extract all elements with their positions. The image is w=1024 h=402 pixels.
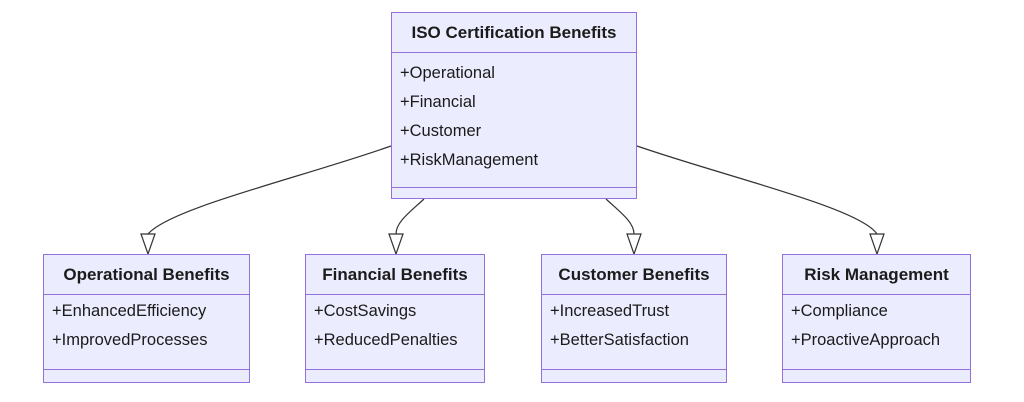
class-methods bbox=[392, 188, 636, 199]
attribute: +Financial bbox=[400, 93, 476, 111]
class-title: Customer Benefits bbox=[542, 255, 726, 295]
edge-risk bbox=[636, 145, 878, 235]
class-title: Operational Benefits bbox=[44, 255, 249, 295]
class-attributes: +Compliance +ProactiveApproach bbox=[783, 295, 970, 370]
attribute: +ImprovedProcesses bbox=[52, 331, 208, 349]
class-methods bbox=[542, 370, 726, 381]
edge-customer bbox=[605, 198, 635, 235]
attribute: +IncreasedTrust bbox=[550, 302, 670, 320]
class-title: Risk Management bbox=[783, 255, 970, 295]
class-risk-management: Risk Management +Compliance +ProactiveAp… bbox=[782, 254, 971, 383]
class-financial-benefits: Financial Benefits +CostSavings +Reduced… bbox=[305, 254, 485, 383]
attribute: +ProactiveApproach bbox=[791, 331, 941, 349]
class-attributes: +IncreasedTrust +BetterSatisfaction bbox=[542, 295, 726, 370]
edge-financial bbox=[395, 198, 425, 235]
arrowhead-financial bbox=[388, 233, 404, 256]
attribute: +BetterSatisfaction bbox=[550, 331, 689, 349]
class-attributes: +Operational +Financial +Customer +RiskM… bbox=[392, 53, 636, 188]
attribute: +Customer bbox=[400, 122, 482, 140]
arrowhead-risk bbox=[869, 233, 885, 256]
attribute: +Operational bbox=[400, 64, 495, 82]
attribute: +ReducedPenalties bbox=[314, 331, 458, 349]
attribute: +Compliance bbox=[791, 302, 888, 320]
edge-operational bbox=[147, 145, 392, 235]
class-operational-benefits: Operational Benefits +EnhancedEfficiency… bbox=[43, 254, 250, 383]
class-attributes: +EnhancedEfficiency +ImprovedProcesses bbox=[44, 295, 249, 370]
class-customer-benefits: Customer Benefits +IncreasedTrust +Bette… bbox=[541, 254, 727, 383]
attribute: +EnhancedEfficiency bbox=[52, 302, 207, 320]
class-methods bbox=[44, 370, 249, 381]
class-attributes: +CostSavings +ReducedPenalties bbox=[306, 295, 484, 370]
arrowhead-customer bbox=[626, 233, 642, 256]
class-title: ISO Certification Benefits bbox=[392, 13, 636, 53]
class-iso-certification-benefits: ISO Certification Benefits +Operational … bbox=[391, 12, 637, 199]
class-title: Financial Benefits bbox=[306, 255, 484, 295]
attribute: +CostSavings bbox=[314, 302, 417, 320]
class-methods bbox=[306, 370, 484, 381]
class-methods bbox=[783, 370, 970, 381]
attribute: +RiskManagement bbox=[400, 151, 539, 169]
arrowhead-operational bbox=[140, 233, 156, 256]
